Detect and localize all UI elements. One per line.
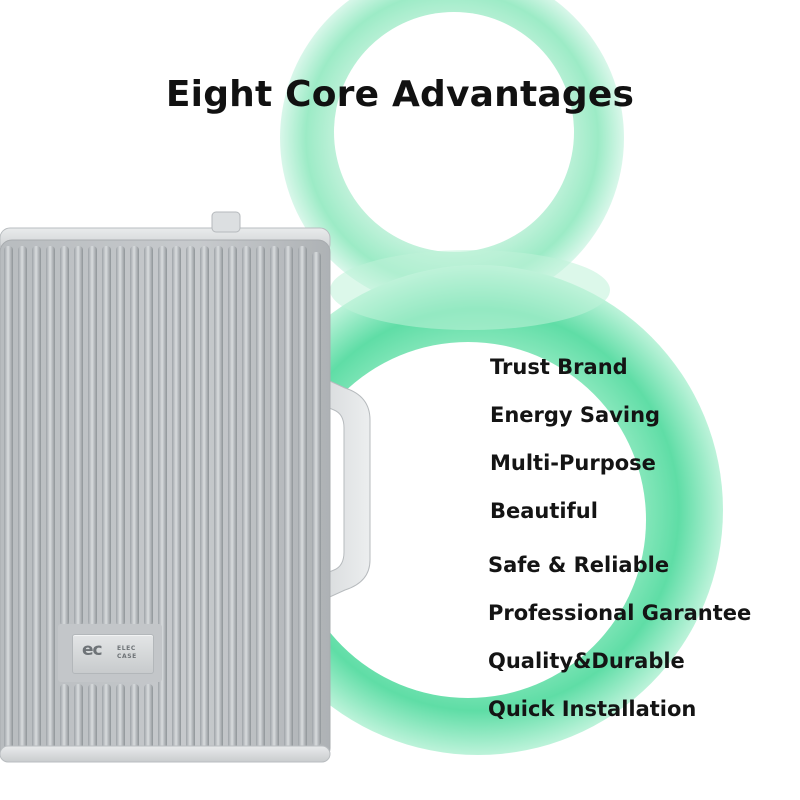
advantage-item: Quick Installation (488, 697, 697, 721)
advantage-item: Safe & Reliable (488, 553, 670, 577)
brand-name-line-1: ELEC (117, 645, 136, 652)
brand-logo: ec (82, 640, 103, 660)
enclosure-image (0, 211, 371, 763)
page-title: Eight Core Advantages (165, 74, 635, 115)
brand-badge: ec ELEC CASE (72, 634, 154, 674)
advantage-item: Multi-Purpose (490, 451, 656, 475)
numeral-eight-graphic (233, 0, 723, 755)
advantage-item: Quality&Durable (488, 649, 685, 673)
brand-name: ELEC CASE (117, 645, 137, 661)
brand-name-line-2: CASE (117, 653, 137, 660)
advantage-item: Energy Saving (490, 403, 661, 427)
advantage-item: Professional Garantee (488, 601, 752, 625)
advantage-item: Beautiful (490, 499, 598, 523)
advantage-item: Trust Brand (490, 355, 628, 379)
